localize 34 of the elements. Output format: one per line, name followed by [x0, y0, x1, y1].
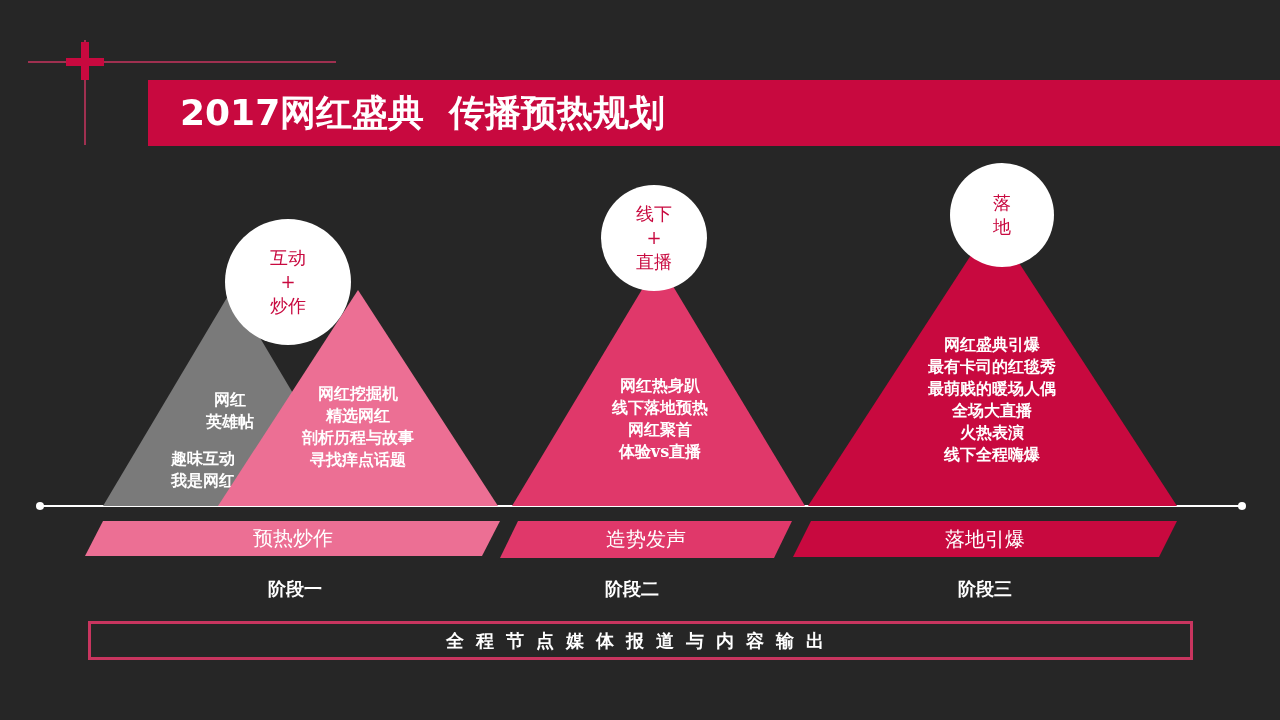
circle-text: +	[646, 226, 662, 250]
phase-text: 趣味互动	[171, 449, 235, 469]
phase-text: 体验vs直播	[618, 442, 702, 462]
phase-text: 最有卡司的红毯秀	[928, 357, 1056, 377]
stage-label: 阶段一	[268, 577, 322, 601]
phase-text: 网红热身趴	[620, 376, 700, 396]
stage-label: 阶段三	[958, 577, 1012, 601]
phase-text: 线下落地预热	[612, 398, 708, 418]
phase-text: 剖析历程与故事	[302, 428, 414, 448]
phase-text: 英雄帖	[206, 412, 254, 432]
phase-text: 全场大直播	[952, 401, 1032, 421]
circle-text: 直播	[636, 250, 672, 274]
phase-text: 网红	[214, 390, 246, 410]
title: 2017网红盛典 传播预热规划	[180, 91, 666, 135]
phase-text: 网红聚首	[628, 420, 692, 440]
stage-banner: 落地引爆	[793, 521, 1177, 557]
stage-label: 阶段二	[605, 577, 659, 601]
circle-text: +	[280, 270, 296, 294]
phase-text: 火热表演	[960, 423, 1024, 443]
circle-text: 线下	[636, 202, 672, 226]
phase-text: 网红盛典引爆	[944, 335, 1040, 355]
circle-text: 互动	[270, 246, 306, 270]
phase-text: 寻找痒点话题	[310, 450, 406, 470]
phase-text: 我是网红	[171, 471, 235, 491]
phase-text: 精选网红	[326, 406, 390, 426]
stage-banner: 造势发声	[500, 521, 792, 558]
phase-text: 网红挖掘机	[318, 384, 398, 404]
stage-banner: 预热炒作	[85, 521, 500, 556]
phase-text: 最萌贱的暖场人偶	[928, 379, 1056, 399]
circle-text: 地	[993, 215, 1011, 239]
phase-text: 线下全程嗨爆	[944, 445, 1040, 465]
circle-text: 炒作	[270, 294, 306, 318]
summary-box: 全程节点媒体报道与内容输出	[88, 621, 1193, 660]
circle-text: 落	[993, 191, 1011, 215]
